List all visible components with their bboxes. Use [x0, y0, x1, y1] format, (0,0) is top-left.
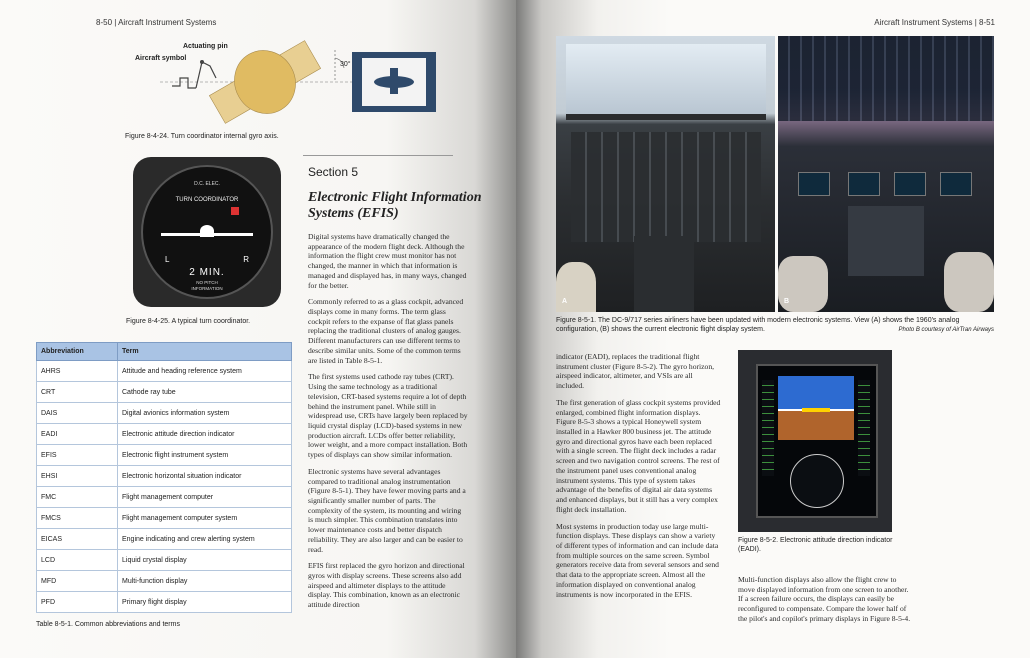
abbreviation-cell: CRT: [36, 381, 118, 403]
column-header-abbreviation: Abbreviation: [36, 342, 118, 361]
abbreviation-cell: FMC: [36, 486, 118, 508]
information-label: INFORMATION: [191, 286, 223, 291]
left-turn-marker: L: [165, 255, 170, 264]
gyro-axis-diagram: 30° Aircraft symbol Actuating pin: [135, 40, 436, 124]
abbreviation-cell: EHSI: [36, 465, 118, 487]
column-header-term: Term: [117, 342, 292, 361]
term-cell: Engine indicating and crew alerting syst…: [117, 528, 292, 550]
paragraph: indicator (EADI), replaces the tradition…: [556, 352, 715, 391]
term-cell: Electronic flight instrument system: [117, 444, 292, 466]
instrument-title: TURN COORDINATOR: [175, 197, 239, 203]
right-body-column-2: Multi-function displays also allow the f…: [738, 575, 913, 631]
figure-852-caption: Figure 8-5-2. Electronic attitude direct…: [738, 537, 893, 554]
table-caption: Table 8-5-1. Common abbreviations and te…: [36, 621, 180, 628]
analog-cockpit-photo: A: [556, 36, 775, 312]
abbreviation-cell: AHRS: [36, 360, 118, 382]
abbreviation-cell: EICAS: [36, 528, 118, 550]
actuating-pin-label: Actuating pin: [183, 43, 228, 50]
left-body-column: Digital systems have dramatically change…: [308, 232, 468, 617]
term-cell: Flight management computer system: [117, 507, 292, 529]
term-cell: Cathode ray tube: [117, 381, 292, 403]
paragraph: Electronic systems have several advantag…: [308, 466, 466, 554]
figure-825-caption: Figure 8-4-25. A typical turn coordinato…: [126, 318, 251, 325]
table-header-row: Abbreviation Term: [36, 342, 292, 361]
section-title: Electronic Flight Information Systems (E…: [308, 190, 482, 222]
term-cell: Liquid crystal display: [117, 549, 292, 571]
term-cell: Electronic horizontal situation indicato…: [117, 465, 292, 487]
abbreviation-cell: FMCS: [36, 507, 118, 529]
abbreviation-cell: EADI: [36, 423, 118, 445]
paragraph: Multi-function displays also allow the f…: [738, 575, 911, 623]
photo-a-label: A: [562, 298, 568, 305]
two-min-label: 2 MIN.: [189, 267, 225, 278]
aircraft-symbol-icon: [200, 225, 214, 237]
abbreviation-cell: PFD: [36, 591, 118, 613]
aircraft-symbol-label: Aircraft symbol: [135, 55, 186, 62]
paragraph: Commonly referred to as a glass cockpit,…: [308, 297, 464, 365]
term-cell: Primary flight display: [117, 591, 292, 613]
flag-indicator: [231, 207, 239, 215]
abbreviation-cell: DAIS: [36, 402, 118, 424]
right-page: Aircraft Instrument Systems | 8-51 A B F…: [516, 0, 1030, 658]
abbreviation-cell: EFIS: [36, 444, 118, 466]
no-pitch-label: NO PITCH: [196, 280, 218, 285]
photo-b-label: B: [784, 298, 790, 305]
figure-851-caption: Figure 8-5-1. The DC-9/717 series airlin…: [556, 317, 960, 334]
photo-credit: Photo B courtesy of AirTran Airways: [898, 327, 994, 333]
eadi-display-photo: [738, 350, 892, 532]
left-page: 8-50 | Aircraft Instrument Systems 30° A…: [0, 0, 516, 658]
term-cell: Electronic attitude direction indicator: [117, 423, 292, 445]
page-header-left: 8-50 | Aircraft Instrument Systems: [96, 18, 217, 27]
paragraph: Digital systems have dramatically change…: [308, 232, 467, 290]
paragraph: The first generation of glass cockpit sy…: [556, 397, 721, 514]
right-turn-marker: R: [243, 255, 249, 264]
term-cell: Multi-function display: [117, 570, 292, 592]
paragraph: Most systems in production today use lar…: [556, 521, 719, 599]
right-body-column: indicator (EADI), replaces the tradition…: [556, 352, 721, 606]
abbreviation-cell: MFD: [36, 570, 118, 592]
section-label: Section 5: [308, 165, 359, 179]
instrument-bezel: D.C. ELEC. TURN COORDINATOR L R 2 MIN. N…: [141, 165, 273, 299]
paragraph: The first systems used cathode ray tubes…: [308, 372, 468, 460]
section-divider: [303, 155, 453, 156]
figure-824-caption: Figure 8-4-24. Turn coordinator internal…: [125, 133, 279, 140]
term-cell: Digital avionics information system: [117, 402, 292, 424]
angle-label: 30°: [340, 60, 351, 68]
abbreviation-cell: LCD: [36, 549, 118, 571]
turn-coordinator-photo: D.C. ELEC. TURN COORDINATOR L R 2 MIN. N…: [133, 157, 281, 307]
page-header-right: Aircraft Instrument Systems | 8-51: [874, 18, 995, 27]
paragraph: EFIS first replaced the gyro horizon and…: [308, 561, 465, 610]
glass-cockpit-photo: B: [778, 36, 994, 312]
dc-elec-label: D.C. ELEC.: [194, 181, 220, 187]
term-cell: Attitude and heading reference system: [117, 360, 292, 382]
term-cell: Flight management computer: [117, 486, 292, 508]
